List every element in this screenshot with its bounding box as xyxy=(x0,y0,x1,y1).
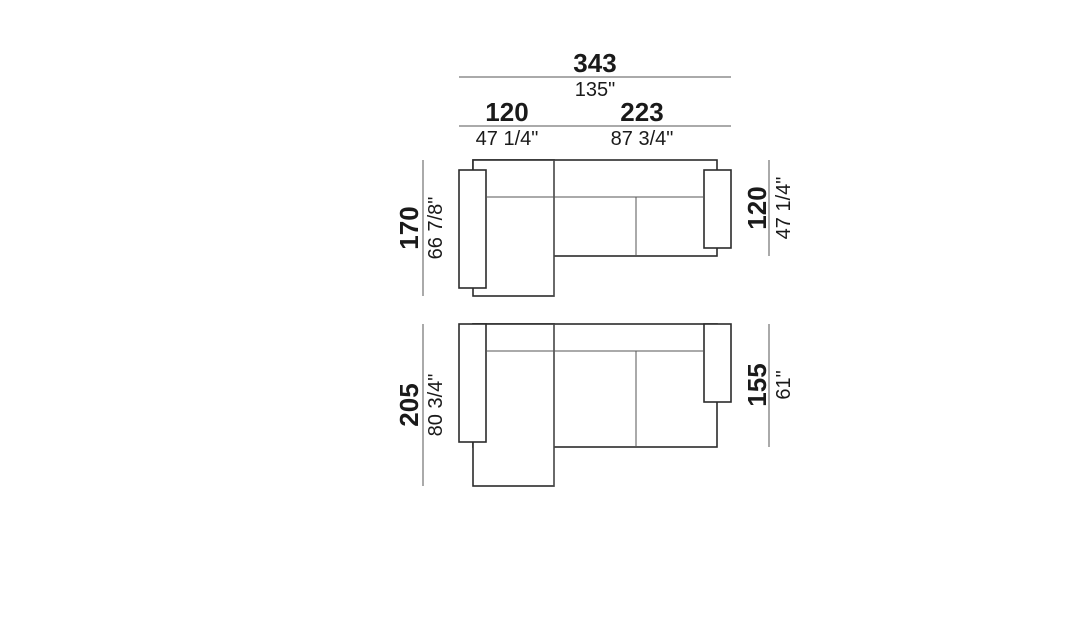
bottom-view-sofa xyxy=(458,323,732,487)
section-width-dimension: 120 47 1/4" 223 87 3/4" xyxy=(459,97,731,150)
top-left-depth-cm: 170 xyxy=(394,206,424,249)
bottom-left-depth-in: 80 3/4" xyxy=(425,374,447,437)
bottom-right-depth-cm: 155 xyxy=(742,363,772,406)
bottom-view-right-depth: 155 61" xyxy=(742,324,795,447)
overall-width-dimension: 343 135" xyxy=(459,48,731,101)
top-view-sofa xyxy=(458,159,732,297)
sofa-width-cm: 223 xyxy=(620,97,663,127)
chaise-width-cm: 120 xyxy=(485,97,528,127)
bottom-left-depth-cm: 205 xyxy=(394,383,424,426)
top-right-depth-in: 47 1/4" xyxy=(773,177,795,240)
top-left-depth-in: 66 7/8" xyxy=(425,197,447,260)
top-right-depth-cm: 120 xyxy=(742,186,772,229)
chaise-width-in: 47 1/4" xyxy=(476,128,539,150)
overall-width-cm: 343 xyxy=(573,48,616,78)
bottom-view-left-depth: 205 80 3/4" xyxy=(394,324,447,486)
sofa-width-in: 87 3/4" xyxy=(611,128,674,150)
top-view-left-depth: 170 66 7/8" xyxy=(394,160,447,296)
bottom-right-depth-in: 61" xyxy=(773,370,795,399)
top-view-right-depth: 120 47 1/4" xyxy=(742,160,795,256)
overall-width-in: 135" xyxy=(575,79,615,101)
